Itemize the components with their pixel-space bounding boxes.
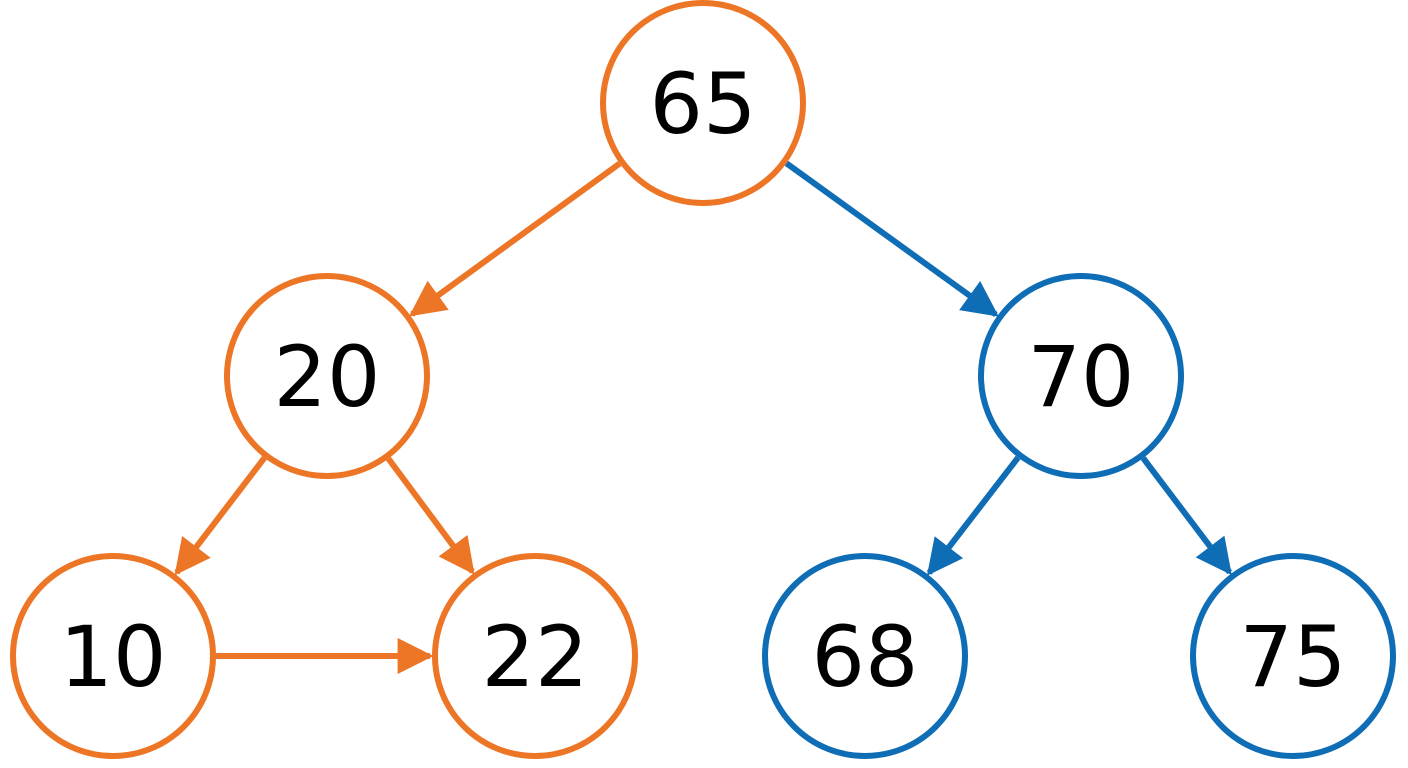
node-circle: [600, 0, 806, 206]
node-label: 68: [812, 608, 919, 706]
edge-n20-to-n10: [174, 456, 267, 576]
edge-n20-to-n22: [386, 456, 475, 575]
node-circle: [432, 553, 638, 759]
edges-layer: [174, 160, 1233, 674]
node-label: 70: [1028, 328, 1135, 426]
nodes-layer: 65 20 70 10 22 68 75: [10, 0, 1396, 759]
tree-node-22: 22: [432, 553, 638, 759]
tree-node-65: 65: [600, 0, 806, 206]
node-circle: [224, 273, 430, 479]
node-label: 65: [650, 55, 757, 153]
node-circle: [1190, 553, 1396, 759]
node-label: 10: [60, 608, 167, 706]
node-circle: [762, 553, 968, 759]
node-label: 75: [1240, 608, 1347, 706]
tree-node-68: 68: [762, 553, 968, 759]
node-label: 22: [482, 608, 589, 706]
edge-n70-to-n75: [1140, 456, 1233, 576]
tree-node-10: 10: [10, 553, 216, 759]
node-circle: [10, 553, 216, 759]
node-label: 20: [274, 328, 381, 426]
edge-n65-to-n70: [784, 160, 999, 317]
node-circle: [978, 273, 1184, 479]
tree-node-70: 70: [978, 273, 1184, 479]
edge-n70-to-n68: [926, 455, 1021, 576]
tree-node-20: 20: [224, 273, 430, 479]
tree-node-75: 75: [1190, 553, 1396, 759]
edge-n65-to-n20: [409, 161, 622, 317]
